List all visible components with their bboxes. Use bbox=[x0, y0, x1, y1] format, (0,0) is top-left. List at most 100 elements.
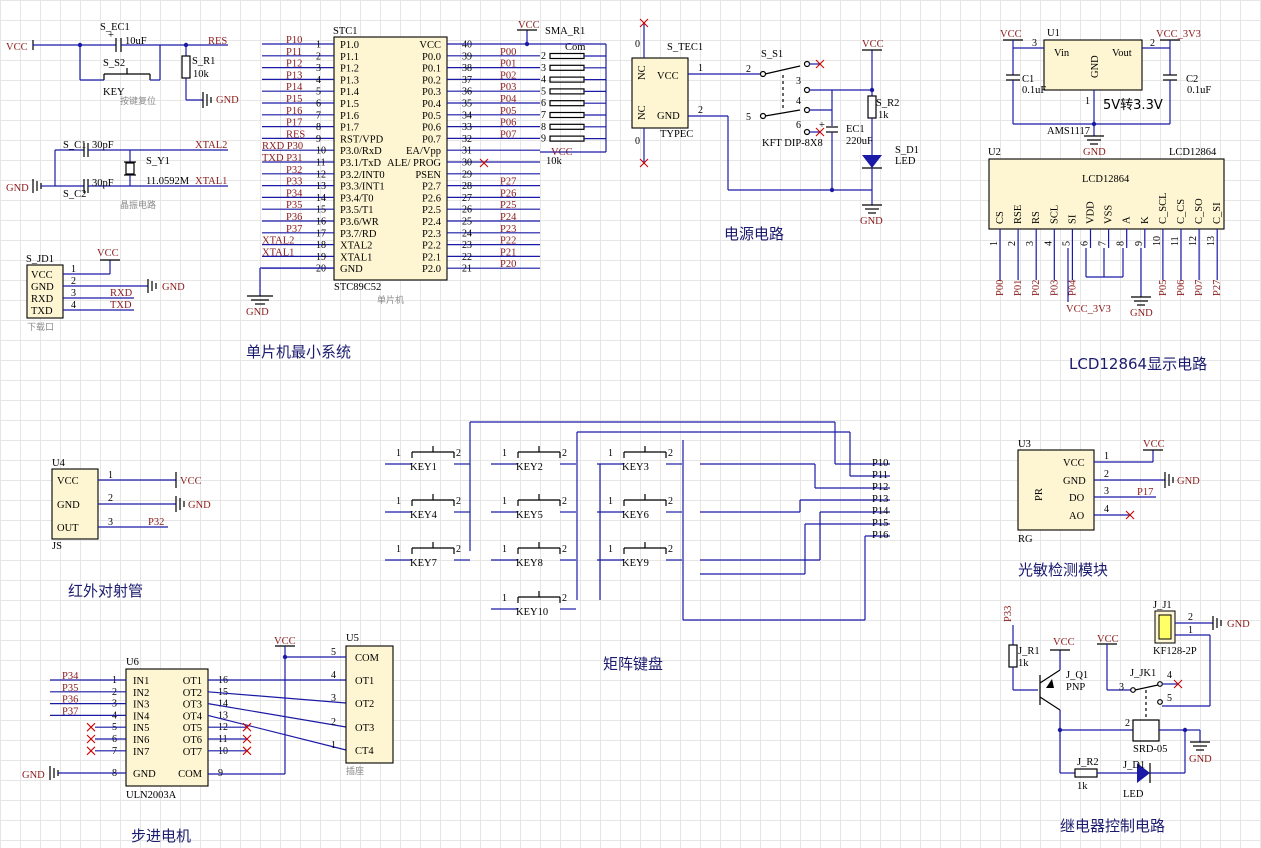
u1-pin-2: 2 bbox=[1150, 38, 1155, 49]
stc-right-pin: P0.5 bbox=[422, 111, 441, 122]
key-pin-1: 1 bbox=[502, 496, 507, 507]
socket-pin-num: 5 bbox=[331, 647, 336, 658]
sma-resistor bbox=[549, 100, 585, 107]
title-power: 电源电路 bbox=[724, 225, 784, 243]
lcd-pin-label: C_CS bbox=[1176, 199, 1187, 224]
crystal-c2-val: 30pF bbox=[92, 178, 114, 189]
jr2-val: 1k bbox=[1077, 781, 1088, 792]
jd1-pin-3: RXD bbox=[31, 294, 54, 305]
stc-left-num: 5 bbox=[316, 87, 321, 98]
stc-right-num: 28 bbox=[462, 181, 472, 192]
u1-vin: Vin bbox=[1054, 48, 1070, 59]
stc-left-net: P11 bbox=[286, 47, 302, 58]
socket-pin-label: COM bbox=[355, 653, 380, 664]
stc-right-net: P23 bbox=[500, 224, 516, 235]
sma-num: 2 bbox=[541, 51, 546, 62]
stc-right-num: 22 bbox=[462, 252, 472, 263]
uln-out-label: OT7 bbox=[183, 747, 202, 758]
uln-in-label: IN5 bbox=[133, 723, 149, 734]
stc-left-pin: GND bbox=[340, 264, 363, 275]
reset-switch-ref: S_S2 bbox=[103, 58, 125, 69]
u2-part: LCD12864 bbox=[1169, 147, 1217, 158]
uln-out-wire bbox=[207, 703, 347, 728]
reg-gnd: GND bbox=[1083, 147, 1106, 158]
reset-cap-plus: + bbox=[108, 30, 114, 41]
uln-in-label: IN4 bbox=[133, 711, 150, 722]
uln-nc-x bbox=[242, 746, 252, 756]
lcd-pin-num: 1 bbox=[989, 241, 1000, 246]
uln-net: P37 bbox=[62, 706, 78, 717]
stc-right-pin: P0.7 bbox=[422, 134, 441, 145]
stc-left-net: P15 bbox=[286, 94, 302, 105]
reg-vcc: VCC bbox=[1000, 29, 1022, 40]
reg-part: AMS1117 bbox=[1047, 126, 1090, 137]
relay-net: P33 bbox=[1003, 606, 1014, 622]
light-gnd: GND bbox=[1177, 476, 1200, 487]
r2-ref: S_R2 bbox=[876, 98, 899, 109]
sma-resistor bbox=[549, 64, 585, 71]
tec-ref: S_TEC1 bbox=[667, 42, 703, 53]
stc-left-num: 20 bbox=[316, 264, 326, 275]
jd1-rxd: RXD bbox=[110, 288, 133, 299]
lcd-pin-num: 3 bbox=[1025, 241, 1036, 246]
jd1-pin-1: VCC bbox=[31, 270, 53, 281]
socket-vcc: VCC bbox=[274, 636, 296, 647]
u3-pin-ao: AO bbox=[1069, 511, 1085, 522]
u1-ref: U1 bbox=[1047, 28, 1060, 39]
key-pin-2: 2 bbox=[562, 448, 567, 459]
lcd-net: P27 bbox=[1212, 280, 1223, 296]
stc-right-num: 34 bbox=[462, 110, 472, 121]
stc-vcc: VCC bbox=[518, 20, 540, 31]
key-label: KEY7 bbox=[410, 558, 437, 569]
stc-left-num: 12 bbox=[316, 169, 326, 180]
sma-com: Com bbox=[565, 42, 585, 53]
power-circuit: S_TEC1 VCC GND NC NC TYPEC 0 0 1 2 S_S1 … bbox=[631, 18, 919, 227]
ir-module: U4 VCC GND OUT JS VCC GND P32 1 2 3 bbox=[51, 458, 211, 552]
key-label: KEY2 bbox=[516, 462, 543, 473]
key-pin-2: 2 bbox=[456, 544, 461, 555]
key-pin-1: 1 bbox=[396, 544, 401, 555]
stc-left-net: RXD P30 bbox=[262, 141, 303, 152]
lcd-pin-num: 9 bbox=[1134, 241, 1145, 246]
stc-right-num: 30 bbox=[462, 158, 472, 169]
socket-pin-num: 1 bbox=[331, 740, 336, 751]
stc-left-net: P12 bbox=[286, 59, 302, 70]
key-label: KEY6 bbox=[622, 510, 649, 521]
sma-resistor bbox=[549, 88, 585, 95]
stc-left-pin: P3.4/T0 bbox=[340, 193, 374, 204]
u5-ref: U5 bbox=[346, 633, 359, 644]
lcd-vcc33: VCC_3V3 bbox=[1066, 304, 1111, 315]
crystal-xtal1: XTAL1 bbox=[195, 176, 227, 187]
uln-net: P34 bbox=[62, 671, 79, 682]
kp-net-p13: P13 bbox=[872, 494, 888, 505]
key-pin-1: 1 bbox=[396, 496, 401, 507]
d1-val: LED bbox=[895, 156, 916, 167]
uln-nc-x bbox=[242, 734, 252, 744]
u6-ref: U6 bbox=[126, 657, 139, 668]
relay-circuit: P33 J_R1 1k J_Q1 PNP VCC 2 SRD-05 GND J_… bbox=[1003, 600, 1250, 800]
stc-right-num: 38 bbox=[462, 63, 472, 74]
stc-right-pin: P2.6 bbox=[422, 193, 441, 204]
uln-out-label: OT5 bbox=[183, 723, 202, 734]
c1-val: 0.1uF bbox=[1022, 85, 1046, 96]
stc-right-num: 40 bbox=[462, 40, 472, 51]
lcd-net: P07 bbox=[1194, 280, 1205, 296]
u1-gnd-pin: GND bbox=[1090, 55, 1101, 78]
lcd-pin-num: 4 bbox=[1043, 241, 1054, 246]
power-vcc: VCC bbox=[862, 39, 884, 50]
key-pin-1: 1 bbox=[502, 593, 507, 604]
tec-nc-2: NC bbox=[637, 105, 648, 120]
reg-note: 5V转3.3V bbox=[1103, 98, 1163, 113]
uln-in-label: GND bbox=[133, 769, 156, 780]
ir-vcc: VCC bbox=[180, 476, 202, 487]
stc-left-pin: P1.5 bbox=[340, 99, 359, 110]
svg-text:1: 1 bbox=[698, 63, 703, 74]
stc-left-num: 14 bbox=[316, 193, 326, 204]
uln-nc-x bbox=[86, 734, 96, 744]
u3-pin-gnd: GND bbox=[1063, 476, 1086, 487]
stc-left-net: P34 bbox=[286, 188, 303, 199]
reset-cap-ref: S_EC1 bbox=[100, 22, 130, 33]
